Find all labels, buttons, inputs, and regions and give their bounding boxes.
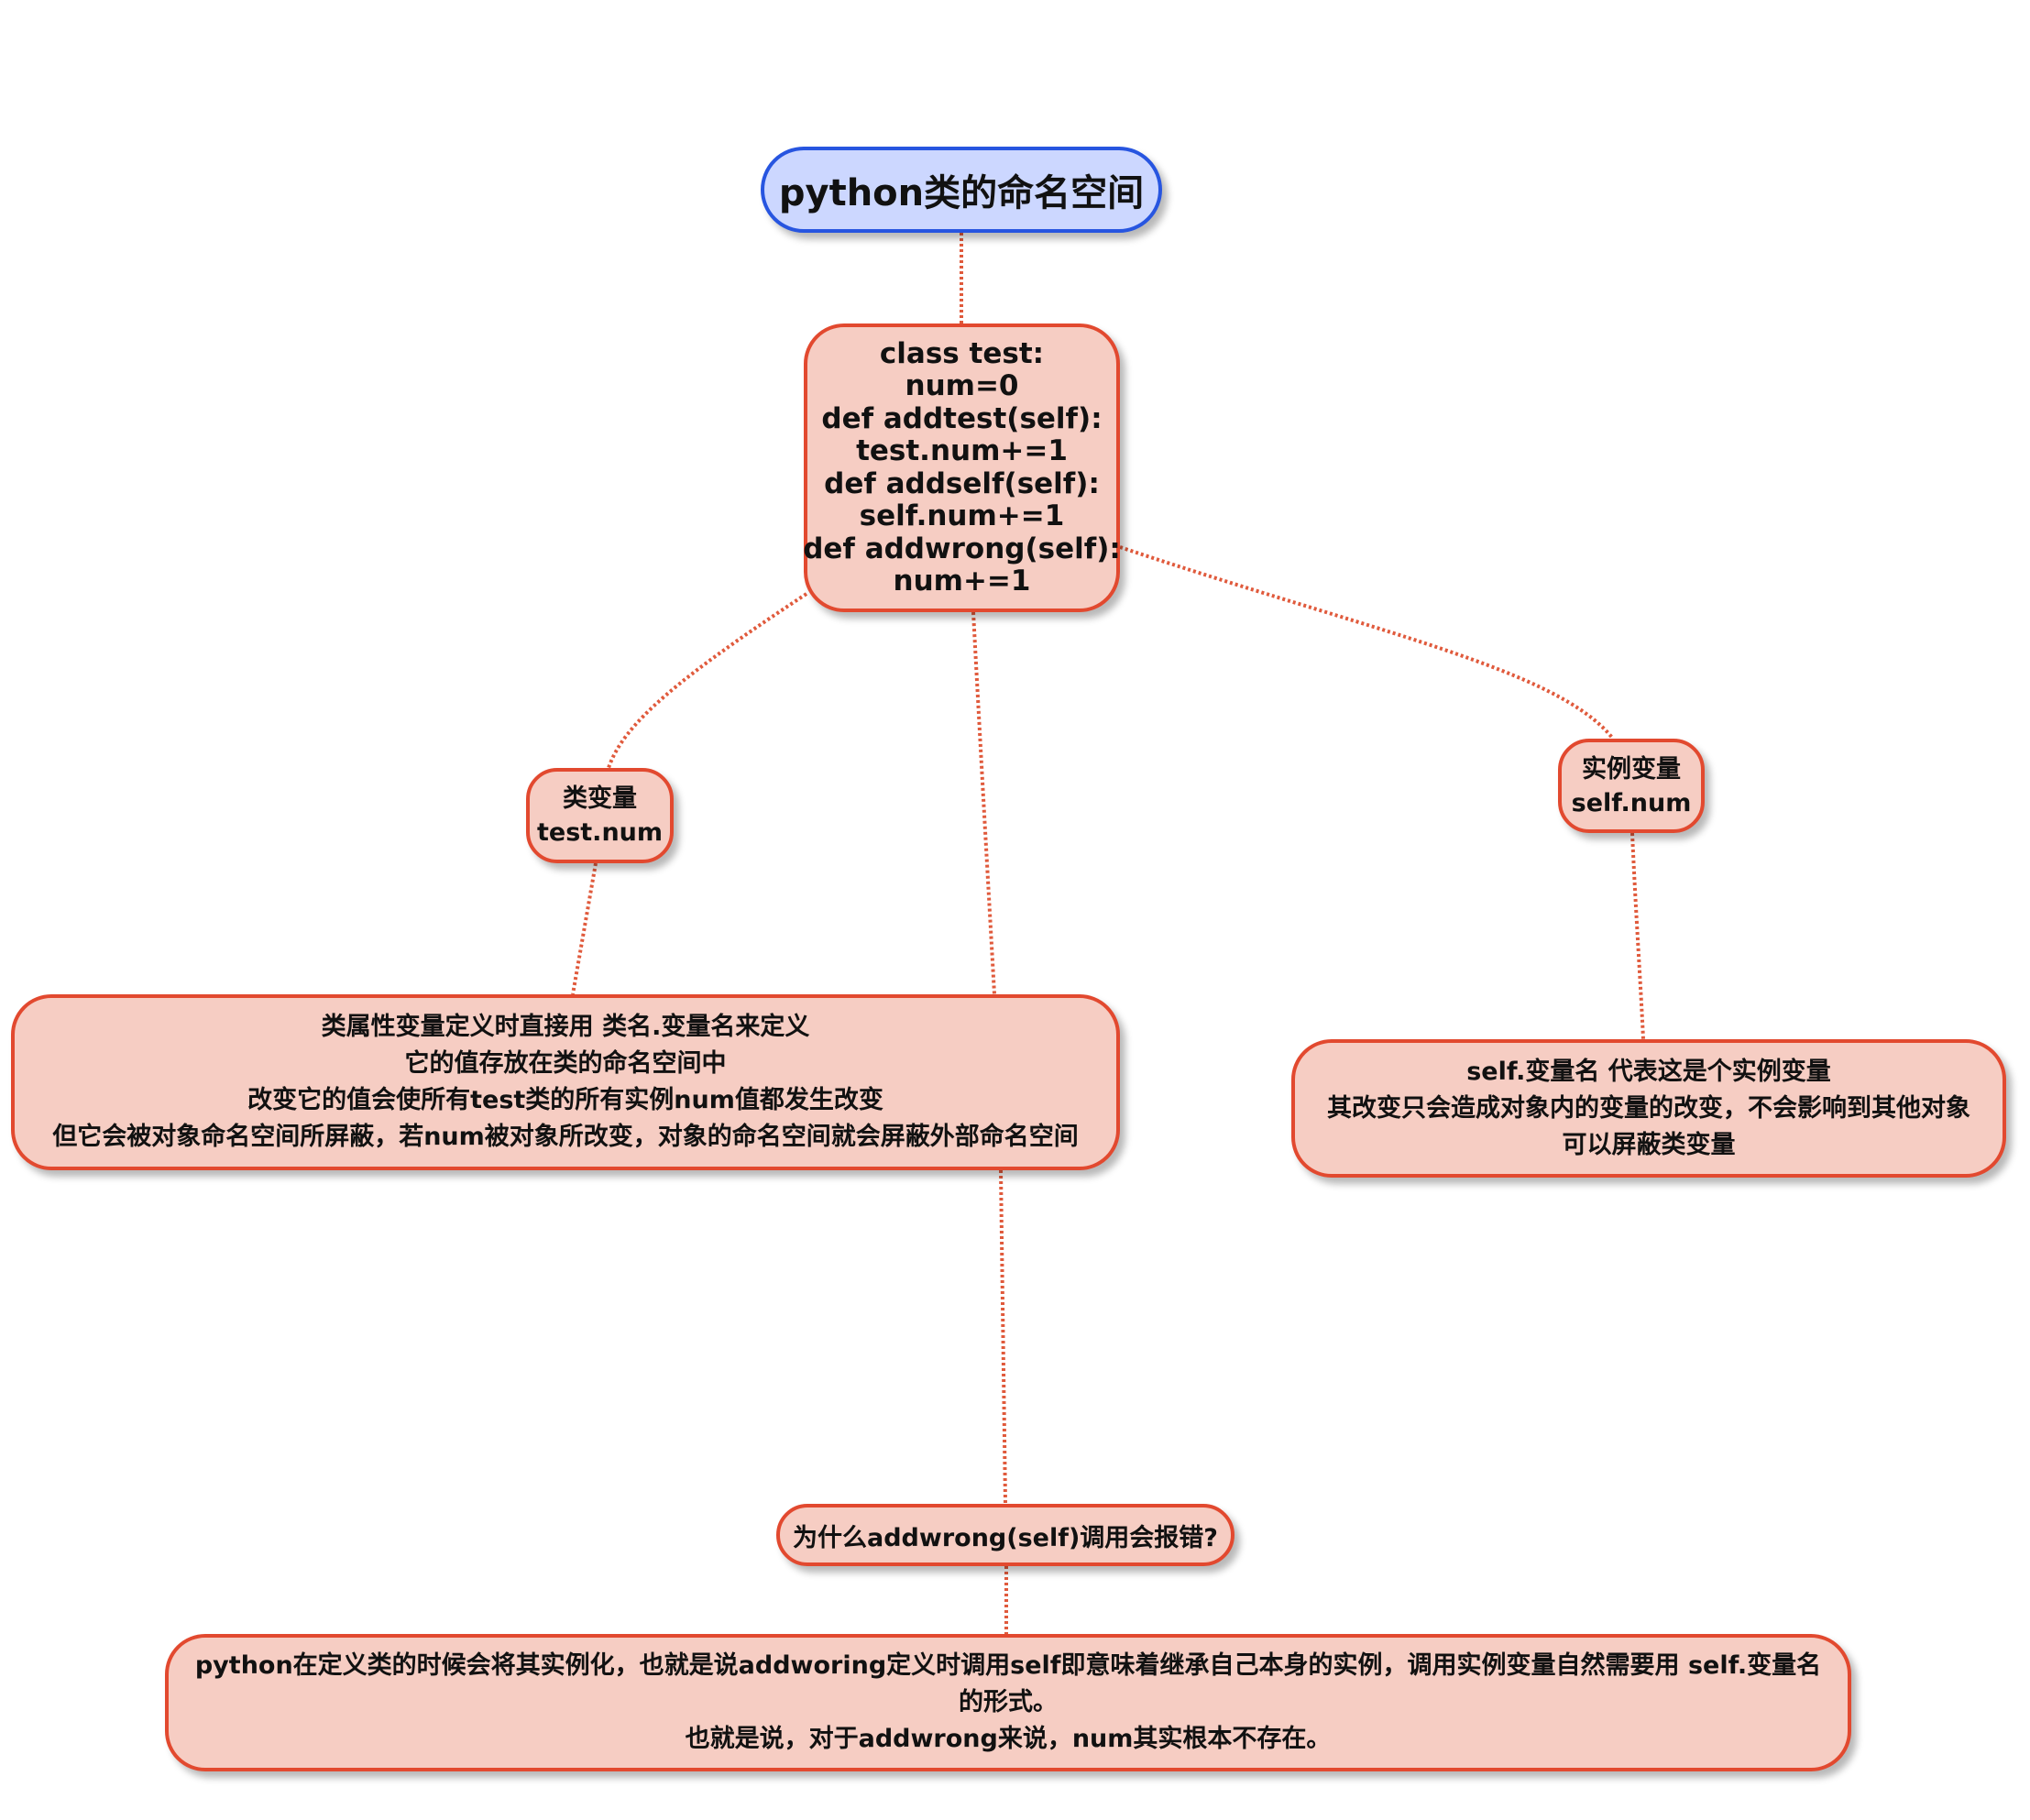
connector-classvar-to-classvar-desc xyxy=(571,862,598,995)
connector-class-to-instvar xyxy=(1119,545,1615,740)
answer-node[interactable]: python在定义类的时候会将其实例化，也就是说addworing定义时调用se… xyxy=(165,1634,1851,1771)
instance-variable-title: 实例变量 xyxy=(1582,754,1681,784)
question-node[interactable]: 为什么addwrong(self)调用会报错? xyxy=(776,1504,1234,1566)
code-line: def addwrong(self): xyxy=(803,532,1121,565)
root-topic-label: python类的命名空间 xyxy=(778,172,1145,214)
class-variable-title: 类变量 xyxy=(563,784,637,813)
connector-classvar-desc-to-question xyxy=(999,1169,1007,1505)
instance-variable-description-node[interactable]: self.变量名 代表这是个实例变量 其改变只会造成对象内的变量的改变，不会影响… xyxy=(1291,1039,2006,1178)
code-line: class test: xyxy=(879,336,1045,370)
description-line: 类属性变量定义时直接用 类名.变量名来定义 xyxy=(321,1013,810,1041)
class-code-node[interactable]: class test: num=0 def addtest(self): tes… xyxy=(803,323,1121,612)
connector-class-to-classvar-desc xyxy=(971,611,996,995)
question-label: 为什么addwrong(self)调用会报错? xyxy=(793,1523,1218,1552)
instance-variable-node[interactable]: 实例变量 self.num xyxy=(1558,739,1705,833)
answer-line: python在定义类的时候会将其实例化，也就是说addworing定义时调用se… xyxy=(194,1651,1822,1680)
connector-instvar-to-instvar-desc xyxy=(1630,832,1645,1040)
code-line: def addtest(self): xyxy=(821,401,1103,435)
instance-variable-name: self.num xyxy=(1571,788,1692,817)
class-variable-description-node[interactable]: 类属性变量定义时直接用 类名.变量名来定义 它的值存放在类的命名空间中 改变它的… xyxy=(11,994,1120,1170)
description-line: 但它会被对象命名空间所屏蔽，若num被对象所改变，对象的命名空间就会屏蔽外部命名… xyxy=(52,1123,1079,1151)
code-line: test.num+=1 xyxy=(856,434,1068,467)
answer-line: 也就是说，对于addwrong来说，num其实根本不存在。 xyxy=(685,1725,1332,1753)
code-line: num+=1 xyxy=(893,565,1031,598)
description-line: 可以屏蔽类变量 xyxy=(1562,1130,1736,1159)
description-line: self.变量名 代表这是个实例变量 xyxy=(1466,1057,1831,1086)
code-line: def addself(self): xyxy=(824,466,1100,500)
code-line: num=0 xyxy=(905,369,1019,402)
code-line: self.num+=1 xyxy=(859,499,1065,532)
connector-class-to-classvar xyxy=(607,592,808,769)
class-variable-node[interactable]: 类变量 test.num xyxy=(526,768,674,863)
answer-line: 的形式。 xyxy=(959,1688,1058,1716)
description-line: 改变它的值会使所有test类的所有实例num值都发生改变 xyxy=(247,1086,883,1114)
description-line: 它的值存放在类的命名空间中 xyxy=(404,1049,727,1078)
description-line: 其改变只会造成对象内的变量的改变，不会影响到其他对象 xyxy=(1327,1093,1970,1123)
root-topic-node[interactable]: python类的命名空间 xyxy=(761,147,1162,233)
class-variable-name: test.num xyxy=(536,818,664,847)
